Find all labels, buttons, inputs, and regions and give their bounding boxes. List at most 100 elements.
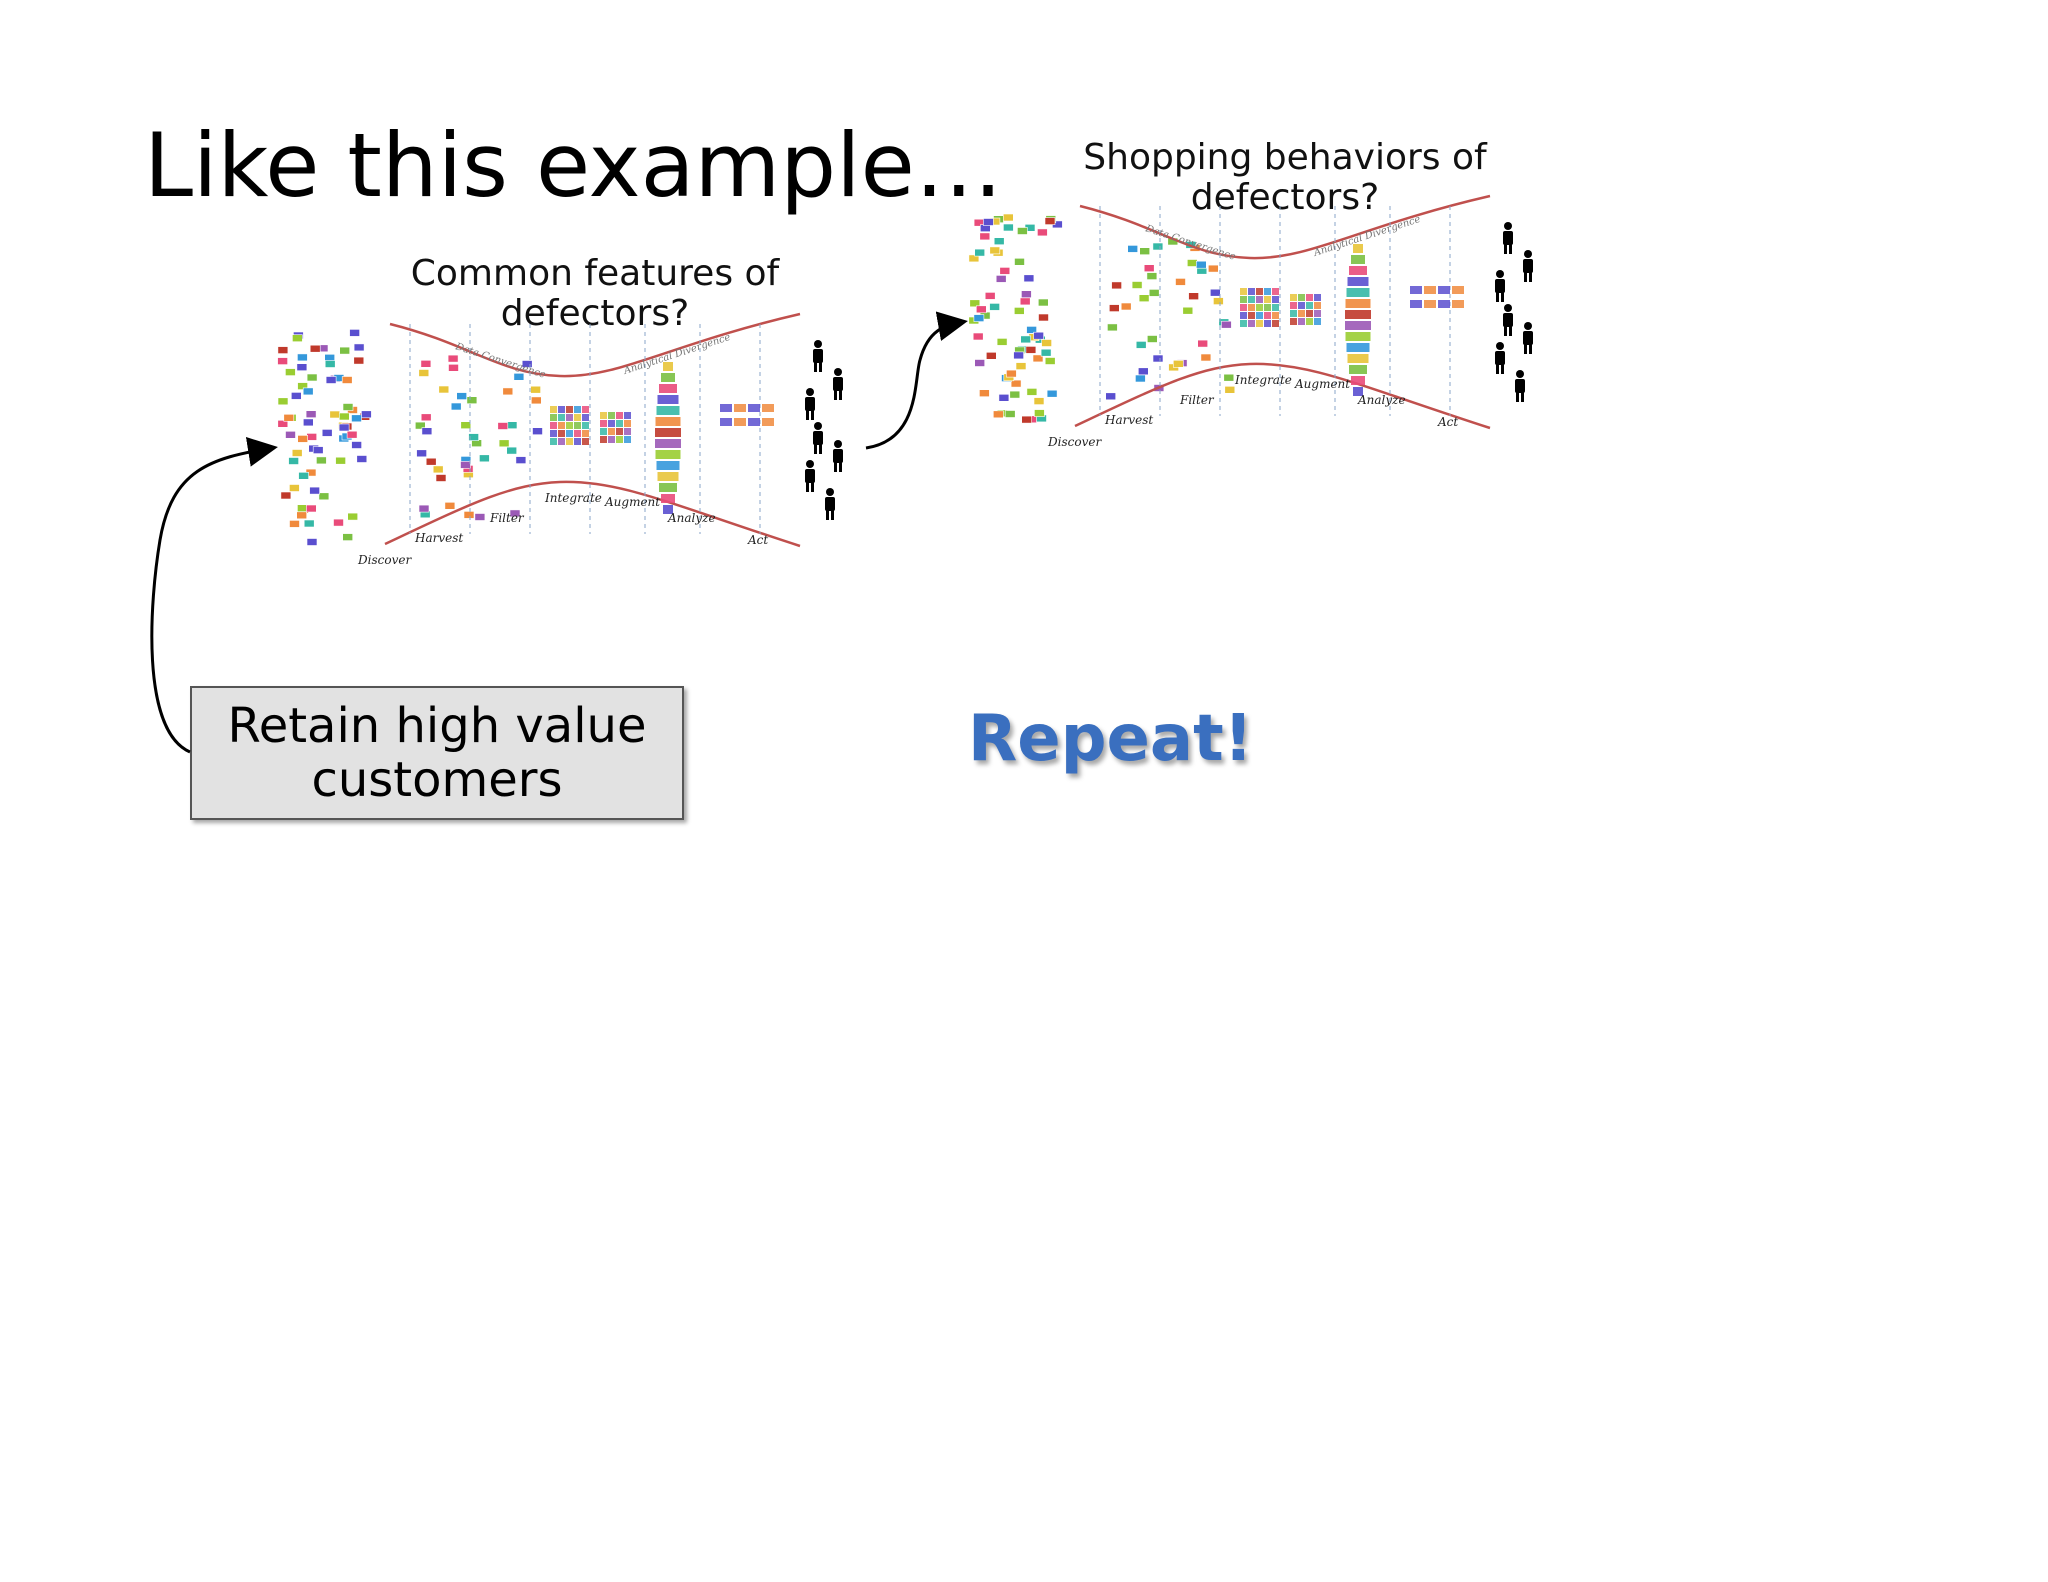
- data-block: [1264, 320, 1271, 327]
- data-block: [582, 438, 589, 445]
- data-block: [302, 387, 314, 396]
- data-block: [1256, 304, 1263, 311]
- data-block: [550, 414, 557, 421]
- data-block: [1032, 354, 1044, 363]
- data-block: [995, 275, 1007, 283]
- person-icon: [1503, 222, 1513, 254]
- data-block: [1026, 388, 1038, 396]
- data-block: [339, 412, 350, 421]
- data-block: [296, 363, 308, 372]
- data-block: [309, 486, 320, 495]
- data-block: [509, 509, 521, 518]
- data-block: [659, 384, 677, 393]
- data-block: [1223, 373, 1235, 382]
- slide-title: Like this example…: [144, 114, 1003, 217]
- data-block: [277, 397, 289, 406]
- data-block: [513, 372, 525, 381]
- stage-label: Discover: [357, 553, 412, 567]
- data-block: [444, 502, 456, 510]
- data-block: [1353, 387, 1363, 396]
- data-block: [616, 428, 623, 435]
- data-block: [1306, 318, 1313, 325]
- data-block: [309, 344, 321, 353]
- data-block: [550, 430, 557, 437]
- data-block: [624, 412, 631, 419]
- data-block: [341, 376, 353, 384]
- person-icon: [825, 488, 835, 520]
- data-block: [466, 396, 478, 404]
- data-block: [616, 412, 623, 419]
- data-block: [297, 504, 308, 512]
- funnel-bottom-curve: [1074, 362, 1491, 430]
- data-block: [616, 420, 623, 427]
- data-block: [342, 403, 354, 411]
- data-block: [1040, 348, 1052, 357]
- person-icon: [1515, 370, 1525, 402]
- data-block: [302, 418, 314, 427]
- data-block: [316, 456, 327, 465]
- data-block: [1346, 288, 1370, 297]
- data-block: [291, 449, 303, 457]
- data-block: [1213, 297, 1224, 305]
- data-block: [624, 420, 631, 427]
- data-block: [479, 454, 490, 463]
- data-block: [285, 431, 296, 439]
- data-block: [353, 356, 365, 365]
- data-block: [351, 441, 362, 449]
- data-block: [474, 513, 486, 521]
- data-block: [656, 406, 680, 415]
- data-block: [979, 389, 990, 397]
- data-block: [1210, 288, 1221, 297]
- data-block: [974, 248, 985, 257]
- funnel-top-curve: [389, 312, 801, 378]
- data-block: [655, 450, 681, 459]
- data-block: [1306, 310, 1313, 317]
- data-block: [353, 343, 365, 352]
- data-block: [515, 456, 527, 464]
- data-block: [1009, 390, 1021, 399]
- data-block: [1127, 245, 1138, 253]
- data-block: [1290, 318, 1297, 325]
- data-block: [1345, 332, 1371, 341]
- data-block: [550, 422, 557, 429]
- data-block: [502, 387, 514, 396]
- data-block: [655, 428, 681, 437]
- data-block: [456, 392, 467, 400]
- data-block: [298, 472, 309, 480]
- data-block: [342, 533, 353, 541]
- data-block: [356, 455, 368, 463]
- data-block: [1240, 304, 1247, 311]
- data-block: [425, 457, 437, 466]
- data-block: [1020, 335, 1032, 344]
- data-block: [1148, 289, 1160, 297]
- data-block: [1044, 217, 1056, 225]
- data-block: [1038, 313, 1049, 322]
- stage-label: Integrate: [1234, 373, 1292, 387]
- data-block: [1025, 346, 1037, 354]
- data-block: [558, 414, 565, 421]
- data-block: [734, 404, 746, 412]
- data-block: [1314, 294, 1321, 301]
- stage-label: Harvest: [1104, 413, 1153, 427]
- data-block: [321, 429, 333, 437]
- data-block: [608, 412, 615, 419]
- data-block: [1143, 264, 1155, 272]
- data-block: [1015, 362, 1027, 370]
- data-block: [600, 412, 607, 419]
- data-block: [448, 363, 459, 372]
- data-block: [720, 418, 732, 426]
- data-block: [1197, 339, 1208, 348]
- data-block: [283, 414, 295, 422]
- data-block: [1248, 304, 1255, 311]
- data-block: [558, 406, 565, 413]
- data-block: [1240, 312, 1247, 319]
- person-icon: [805, 460, 815, 492]
- data-block: [468, 433, 479, 441]
- data-block: [1351, 255, 1365, 264]
- data-block: [661, 373, 675, 382]
- data-block: [285, 368, 296, 376]
- data-block: [656, 461, 680, 470]
- data-block: [420, 413, 432, 422]
- data-block: [415, 421, 426, 430]
- data-block: [1139, 247, 1150, 256]
